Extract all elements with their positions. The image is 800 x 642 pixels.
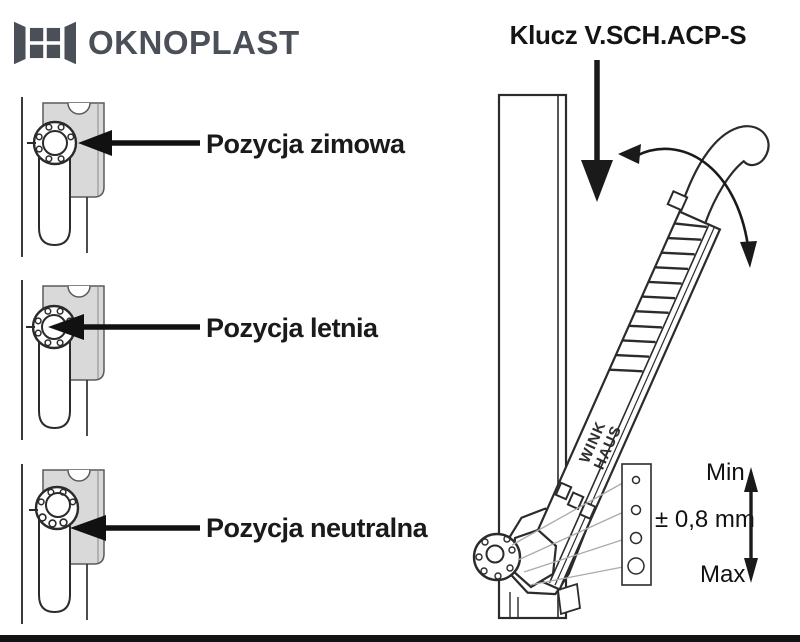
summer-position-diagram xyxy=(21,280,200,440)
neutral-position-diagram xyxy=(21,464,200,624)
adjustment-key: WINK HAUS xyxy=(504,125,770,596)
connector-lines xyxy=(511,479,629,586)
cam-icon xyxy=(29,485,80,531)
oknoplast-logo: OKNOPLAST xyxy=(14,18,300,68)
key-usage-diagram: WINK HAUS xyxy=(472,60,770,620)
bottom-divider xyxy=(0,635,800,642)
strip-notch xyxy=(67,469,91,482)
key-index-holes xyxy=(554,481,597,521)
key-tab xyxy=(666,189,689,212)
adjustment-scale-plate xyxy=(621,463,652,586)
min-label: Min xyxy=(706,459,745,486)
cam-slot xyxy=(38,141,71,247)
cam-slot xyxy=(38,324,71,430)
winter-position-label: Pozycja zimowa xyxy=(206,129,405,159)
max-label: Max xyxy=(700,561,745,588)
down-arrow-icon xyxy=(581,60,613,202)
pointer-arrow-icon xyxy=(78,130,200,156)
key-hook xyxy=(678,125,770,225)
min-max-arrow-icon xyxy=(744,467,758,583)
pointer-arrow-icon xyxy=(48,314,200,340)
profile-foot xyxy=(557,582,581,616)
strip-notch xyxy=(67,285,91,298)
neutral-position-label: Pozycja neutralna xyxy=(206,513,428,543)
cam-slot xyxy=(38,508,71,614)
open-window-icon xyxy=(14,21,76,65)
strip-notch xyxy=(67,102,91,115)
summer-position-label: Pozycja letnia xyxy=(206,313,378,343)
tool-name-heading: Klucz V.SCH.ACP-S xyxy=(509,20,747,50)
pointer-arrow-icon xyxy=(70,515,200,541)
key-grip-ribs xyxy=(609,222,707,373)
cam-icon xyxy=(27,120,78,166)
rotation-arrow-icon xyxy=(618,144,757,268)
winter-position-diagram xyxy=(21,97,200,257)
brand-name: OKNOPLAST xyxy=(88,24,300,61)
range-label: ± 0,8 mm xyxy=(655,506,755,533)
cam-icon xyxy=(472,532,522,582)
